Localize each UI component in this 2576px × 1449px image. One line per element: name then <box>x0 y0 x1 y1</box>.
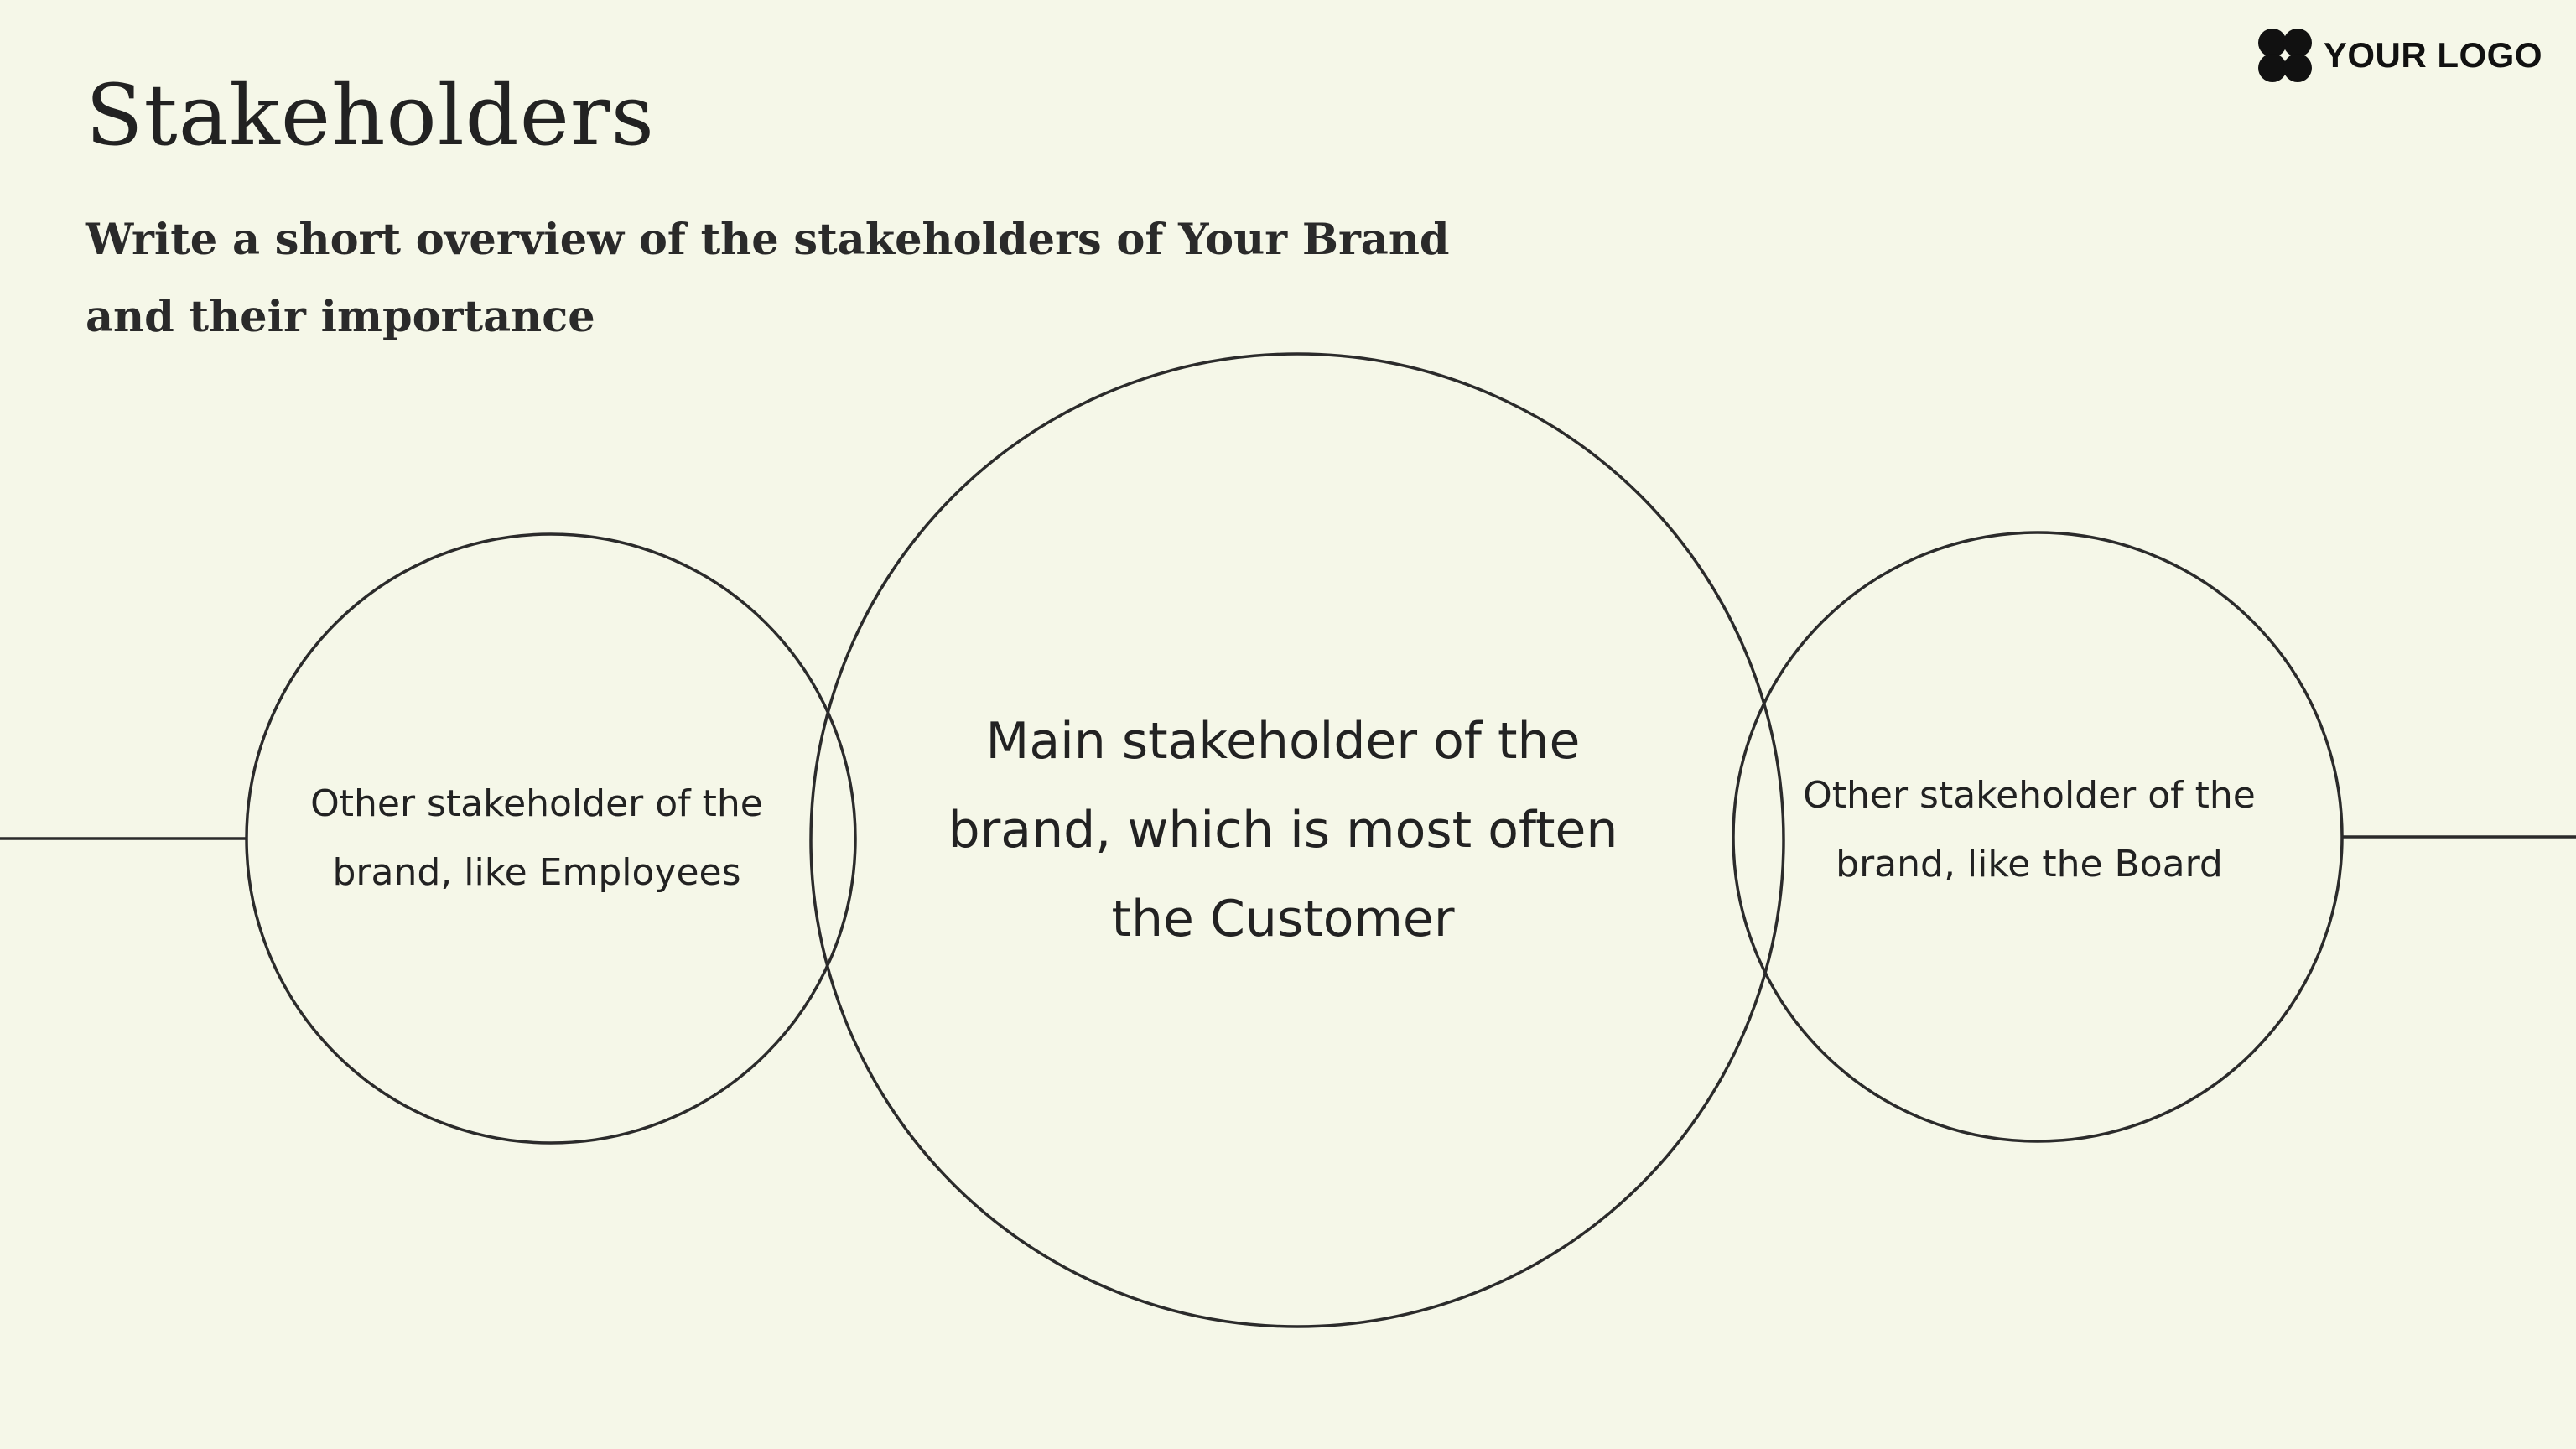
four-dot-flower-icon <box>2257 29 2312 82</box>
page-title: Stakeholders <box>86 66 655 164</box>
logo-text: YOUR LOGO <box>2323 35 2542 75</box>
brand-logo: YOUR LOGO <box>2257 27 2542 84</box>
main-stakeholder-text: Main stakeholder of the brand, which is … <box>948 712 1618 948</box>
left-stakeholder-circle <box>245 532 857 1145</box>
page-subtitle: Write a short overview of the stakeholde… <box>86 215 1450 342</box>
main-stakeholder-circle <box>809 352 1785 1328</box>
left-stakeholder-text: Other stakeholder of the brand, like Emp… <box>310 782 763 894</box>
right-stakeholder-circle <box>1732 531 2344 1143</box>
right-stakeholder-text: Other stakeholder of the brand, like the… <box>1803 774 2256 886</box>
